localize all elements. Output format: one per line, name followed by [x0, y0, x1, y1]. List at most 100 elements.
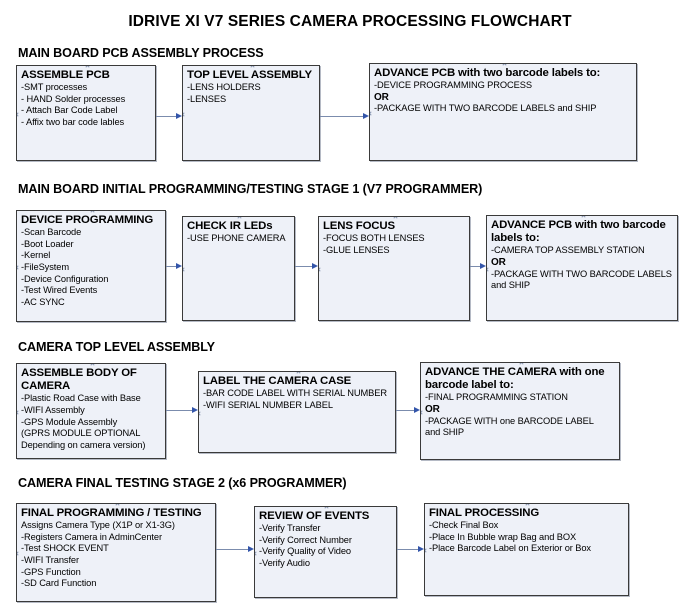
resize-handle[interactable] — [487, 267, 489, 272]
process-box-line: -LENSES — [187, 93, 227, 104]
process-box-advance-pcb-with-two-barcode-labels-to[interactable]: ADVANCE PCB with two barcode labels to:-… — [486, 215, 678, 321]
connector-arrowhead-icon — [414, 407, 420, 413]
process-box-lens-focus[interactable]: LENS FOCUS-FOCUS BOTH LENSES-GLUE LENSES — [318, 216, 470, 321]
connector-line[interactable] — [295, 266, 313, 267]
resize-handle[interactable] — [393, 320, 398, 321]
resize-handle[interactable] — [17, 551, 19, 556]
resize-handle[interactable] — [90, 458, 95, 459]
resize-handle[interactable] — [628, 548, 629, 553]
process-box-header: ASSEMBLE BODY OF CAMERA — [21, 367, 137, 393]
process-box-line: -PACKAGE WITH TWO BARCODE LABELS — [491, 268, 672, 279]
process-box-header: FINAL PROGRAMMING / TESTING — [21, 507, 202, 519]
connector-arrowhead-icon — [176, 263, 182, 269]
connector-line[interactable] — [156, 116, 177, 117]
resize-handle[interactable] — [250, 160, 255, 161]
resize-handle[interactable] — [294, 267, 295, 272]
process-box-line: -FileSystem — [21, 261, 69, 272]
resize-handle[interactable] — [370, 111, 372, 116]
resize-handle[interactable] — [183, 112, 185, 117]
process-box-line: -FINAL PROGRAMMING STATION — [425, 392, 568, 403]
process-box-assemble-body-of-camera[interactable]: ASSEMBLE BODY OF CAMERA-Plastic Road Cas… — [16, 363, 166, 459]
resize-handle[interactable] — [90, 364, 95, 366]
process-box-label-the-camera-case[interactable]: LABEL THE CAMERA CASE-BAR CODE LABEL WIT… — [198, 371, 396, 453]
process-box-line: -Verify Correct Number — [259, 534, 352, 545]
process-box-line: -DEVICE PROGRAMMING PROCESS — [374, 80, 532, 91]
resize-handle[interactable] — [296, 452, 301, 453]
resize-handle[interactable] — [237, 217, 242, 219]
resize-handle[interactable] — [421, 410, 423, 415]
resize-handle[interactable] — [677, 267, 678, 272]
resize-handle[interactable] — [319, 267, 321, 272]
resize-handle[interactable] — [525, 504, 530, 506]
connector-line[interactable] — [166, 266, 177, 267]
resize-handle[interactable] — [255, 551, 257, 556]
resize-handle[interactable] — [502, 160, 507, 161]
resize-handle[interactable] — [395, 411, 396, 416]
process-box-line: -Test Wired Events — [21, 285, 98, 296]
resize-handle[interactable] — [519, 459, 524, 460]
resize-handle[interactable] — [90, 211, 95, 213]
process-box-advance-the-camera-with-one-barcode-label-to[interactable]: ADVANCE THE CAMERA with one barcode labe… — [420, 362, 620, 460]
connector-arrowhead-icon — [312, 263, 318, 269]
resize-handle[interactable] — [90, 321, 95, 322]
process-box-header: REVIEW OF EVENTS — [259, 510, 370, 522]
resize-handle[interactable] — [393, 217, 398, 219]
resize-handle[interactable] — [199, 411, 201, 416]
process-box-advance-pcb-with-two-barcode-labels-to[interactable]: ADVANCE PCB with two barcode labels to:-… — [369, 63, 637, 161]
resize-handle[interactable] — [396, 551, 397, 556]
process-box-header: CHECK IR LEDs — [187, 220, 273, 232]
resize-handle[interactable] — [115, 601, 120, 602]
resize-handle[interactable] — [519, 363, 524, 365]
resize-handle[interactable] — [502, 64, 507, 66]
process-box-assemble-pcb[interactable]: ASSEMBLE PCB-SMT processes- HAND Solder … — [16, 65, 156, 161]
resize-handle[interactable] — [215, 551, 216, 556]
resize-handle[interactable] — [581, 216, 586, 218]
connector-line[interactable] — [397, 549, 419, 550]
resize-handle[interactable] — [619, 410, 620, 415]
resize-handle[interactable] — [17, 265, 19, 270]
process-box-line: (GPRS MODULE OPTIONAL — [21, 428, 141, 439]
resize-handle[interactable] — [324, 597, 329, 598]
process-box-header: FINAL PROCESSING — [429, 507, 540, 519]
connector-line[interactable] — [216, 549, 249, 550]
process-box-review-of-events[interactable]: REVIEW OF EVENTS-Verify Transfer-Verify … — [254, 506, 397, 598]
process-box-line: -Place Barcode Label on Exterior or Box — [429, 543, 591, 554]
connector-line[interactable] — [320, 116, 364, 117]
resize-handle[interactable] — [581, 320, 586, 321]
process-box-device-programming[interactable]: DEVICE PROGRAMMING-Scan Barcode-Boot Loa… — [16, 210, 166, 322]
process-box-header: DEVICE PROGRAMMING — [21, 214, 154, 226]
resize-handle[interactable] — [115, 504, 120, 506]
connector-arrowhead-icon — [480, 263, 486, 269]
process-box-line: -FOCUS BOTH LENSES — [323, 233, 425, 244]
process-box-line: -SD Card Function — [21, 578, 97, 589]
process-box-line: -GLUE LENSES — [323, 244, 390, 255]
process-box-check-ir-leds[interactable]: CHECK IR LEDs-USE PHONE CAMERA — [182, 216, 295, 321]
page-title: IDRIVE XI V7 SERIES CAMERA PROCESSING FL… — [128, 13, 572, 30]
resize-handle[interactable] — [296, 372, 301, 374]
resize-handle[interactable] — [85, 160, 90, 161]
resize-handle[interactable] — [183, 267, 185, 272]
resize-handle[interactable] — [17, 112, 19, 117]
process-box-line: -Verify Transfer — [259, 523, 321, 534]
resize-handle[interactable] — [250, 66, 255, 68]
resize-handle[interactable] — [17, 410, 19, 415]
process-box-final-processing[interactable]: FINAL PROCESSING -Check Final Box-Place … — [424, 503, 629, 596]
connector-line[interactable] — [470, 266, 481, 267]
resize-handle[interactable] — [425, 548, 427, 553]
resize-handle[interactable] — [525, 595, 530, 596]
resize-handle[interactable] — [636, 111, 637, 116]
resize-handle[interactable] — [237, 320, 242, 321]
connector-line[interactable] — [396, 410, 415, 411]
process-box-line: -WIFI SERIAL NUMBER LABEL — [203, 399, 333, 410]
resize-handle[interactable] — [85, 66, 90, 68]
connector-line[interactable] — [166, 410, 193, 411]
process-box-top-level-assembly[interactable]: TOP LEVEL ASSEMBLY-LENS HOLDERS-LENSES — [182, 65, 320, 161]
resize-handle[interactable] — [324, 507, 329, 509]
process-box-line: - Attach Bar Code Label — [21, 105, 118, 116]
process-box-line: Depending on camera version) — [21, 439, 146, 450]
process-box-line: -Registers Camera in AdminCenter — [21, 531, 162, 542]
process-box-line: -Device Configuration — [21, 273, 109, 284]
resize-handle[interactable] — [469, 267, 470, 272]
connector-arrowhead-icon — [418, 546, 424, 552]
